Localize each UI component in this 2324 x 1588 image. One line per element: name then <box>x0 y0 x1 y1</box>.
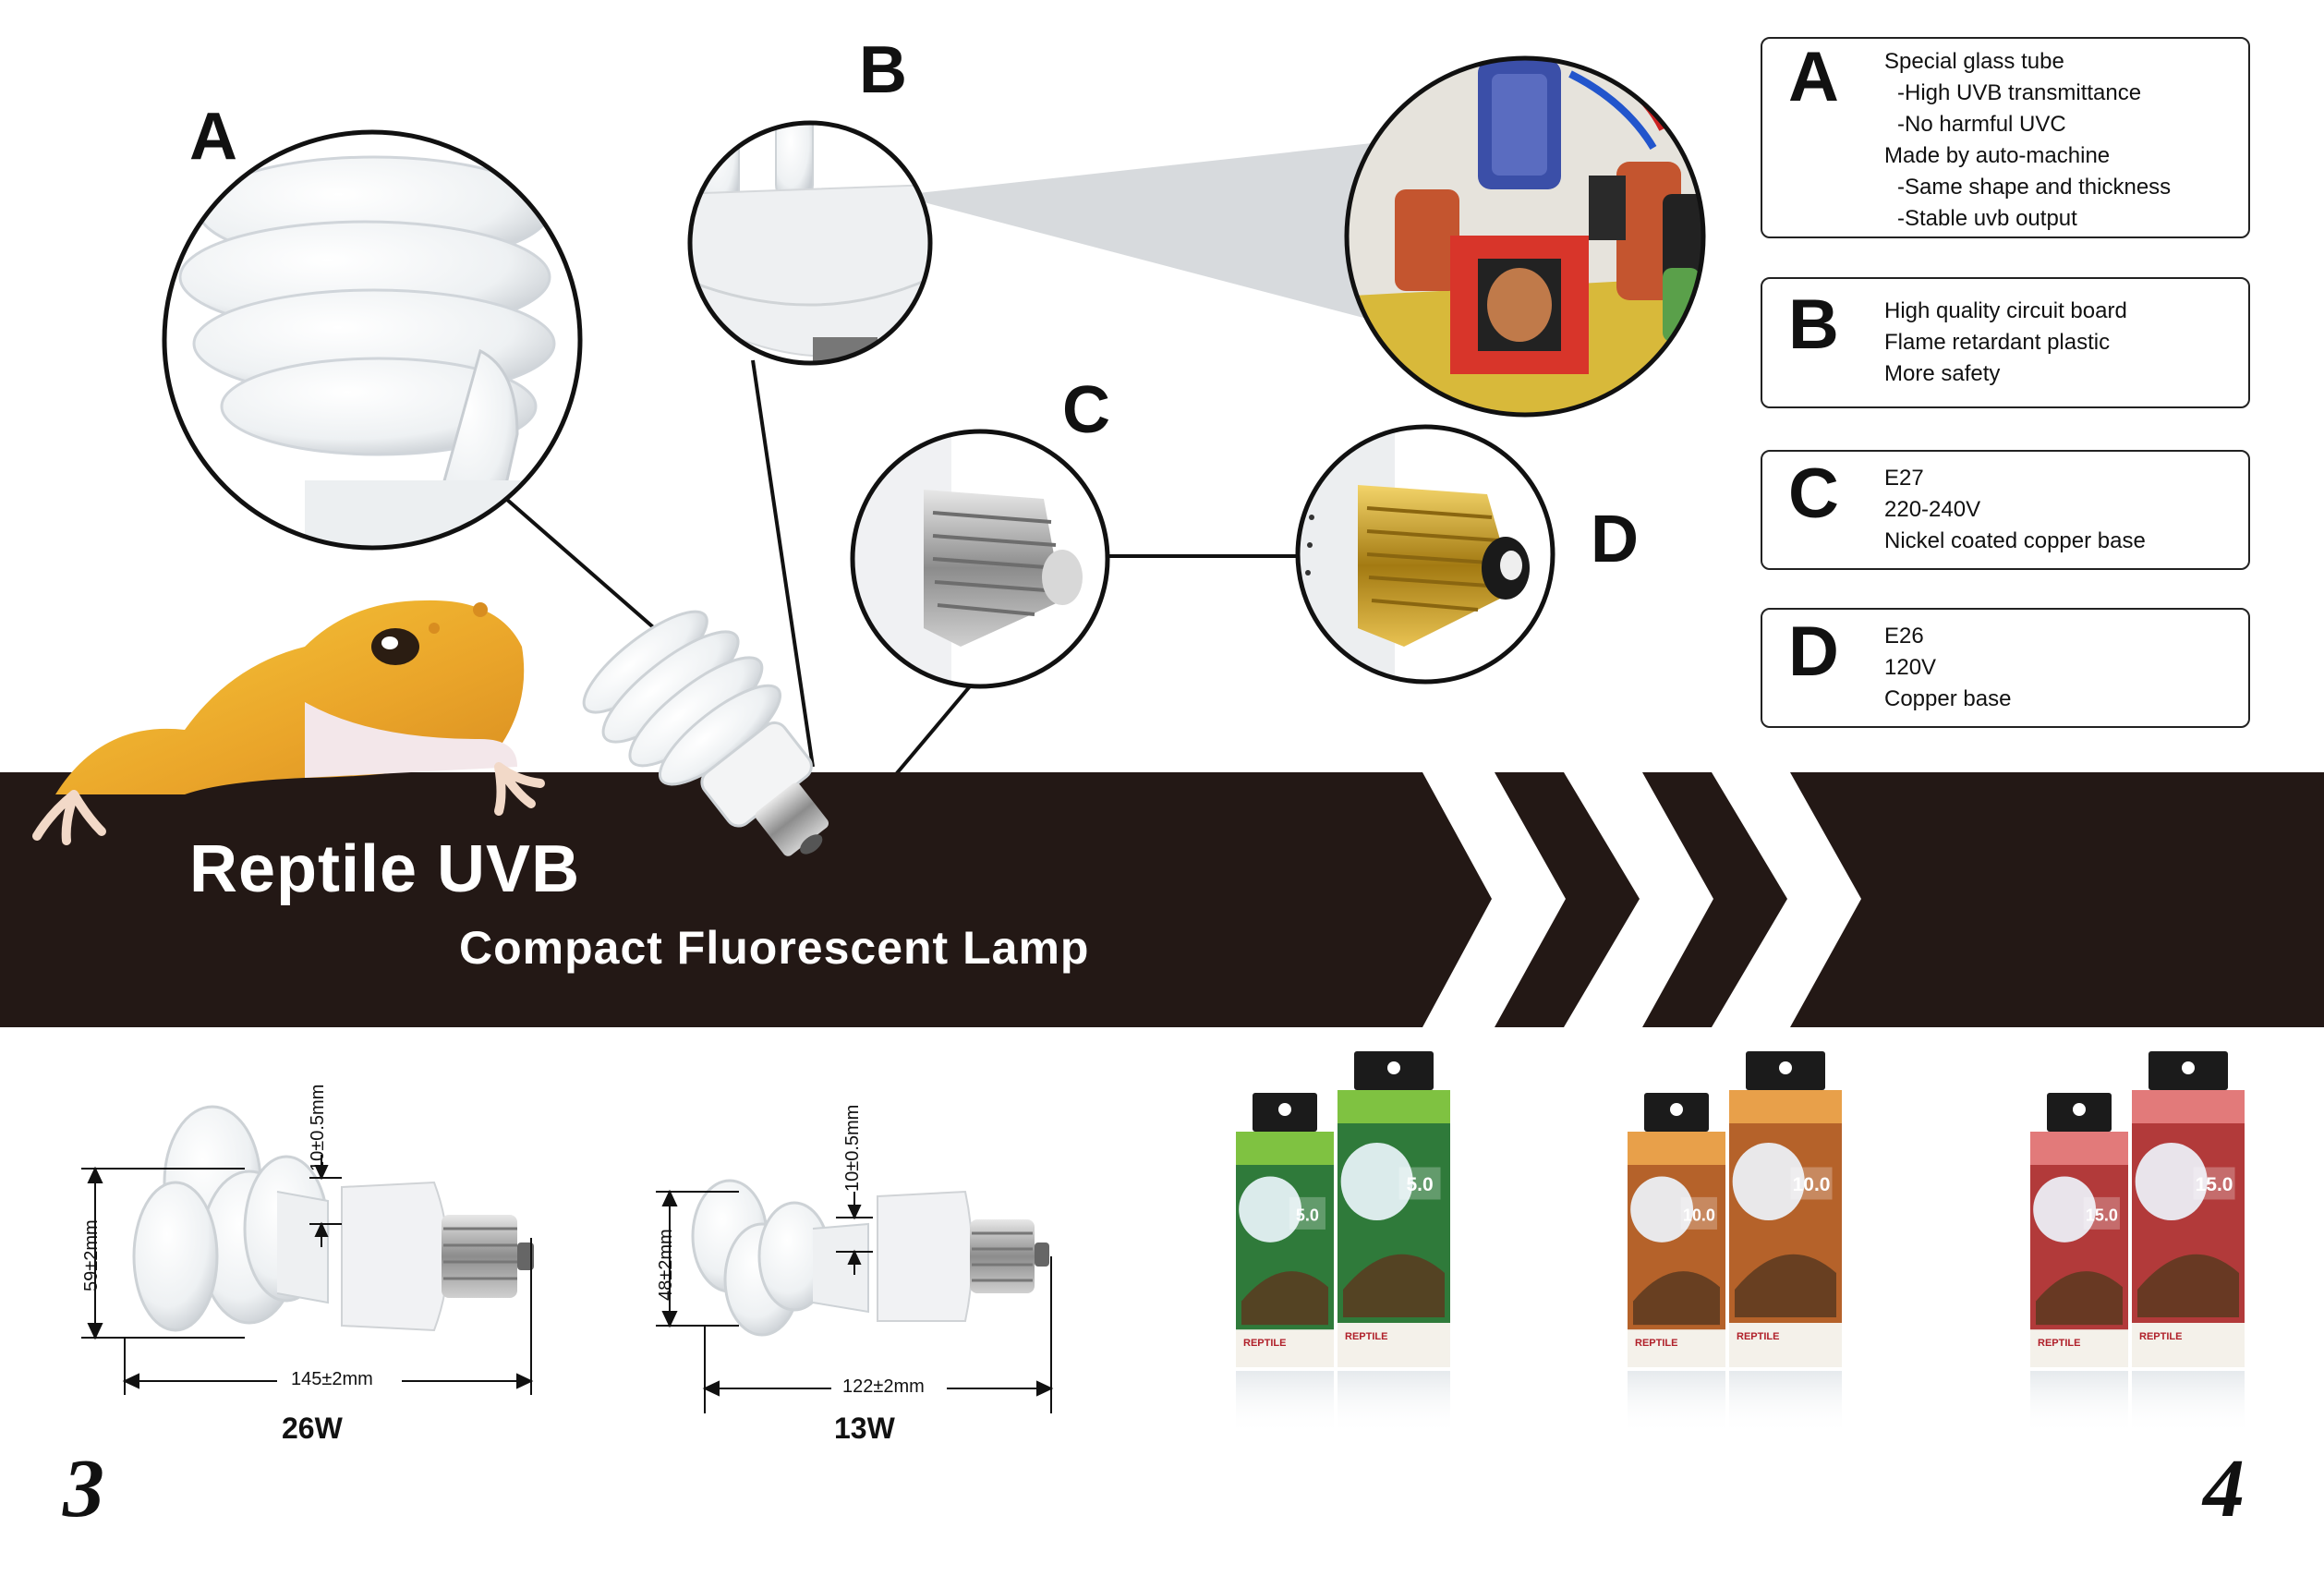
feature-line: E27 <box>1884 466 1924 491</box>
feature-box-letter: C <box>1788 455 1839 533</box>
uvb-value-label: 5.0 <box>1406 1174 1433 1195</box>
product-label: REPTILE <box>1345 1331 1387 1342</box>
uvb-value-label: 15.0 <box>2196 1174 2233 1195</box>
lamp-26w-height-label: 59±2mm <box>81 1219 102 1291</box>
product-label: REPTILE <box>2139 1331 2182 1342</box>
main-lamp-illustration <box>582 610 829 856</box>
lamp-26w-drawing <box>132 1105 534 1332</box>
feature-line: 120V <box>1884 655 1937 680</box>
product-packages: 5.0REPTILE5.0REPTILE10.0REPTILE10.0REPTI… <box>1236 1051 2245 1436</box>
feature-box-letter: D <box>1788 612 1839 691</box>
zoom-wedge <box>910 143 1372 319</box>
lamp-13w-gap-label: 10±0.5mm <box>842 1104 863 1192</box>
product-label: REPTILE <box>2038 1338 2080 1349</box>
lamp-13w-drawing <box>691 1179 1049 1337</box>
uvb-value-label: 10.0 <box>1793 1174 1831 1195</box>
callout-letter-c: C <box>1062 373 1110 447</box>
feature-line: Nickel coated copper base <box>1884 528 2146 553</box>
callout-letter-b: B <box>859 33 907 107</box>
page-number-right: 4 <box>2203 1443 2245 1534</box>
feature-line: 220-240V <box>1884 497 1981 522</box>
lamp-13w-dimension-lines <box>656 1189 1054 1413</box>
banner-subtitle: Compact Fluorescent Lamp <box>459 922 1090 974</box>
gecko-illustration <box>32 600 545 845</box>
uvb-value-label: 5.0 <box>1296 1206 1319 1224</box>
zoom-circle-a <box>162 129 583 551</box>
banner-title: Reptile UVB <box>189 832 581 906</box>
lamp-26w-wattage: 26W <box>282 1412 343 1445</box>
lamp-26w-length-label: 145±2mm <box>291 1369 373 1389</box>
feature-box-c: C E27 220-240V Nickel coated copper base <box>1761 450 2250 570</box>
product-label: REPTILE <box>1737 1331 1779 1342</box>
product-label: REPTILE <box>1243 1338 1286 1349</box>
lamp-26w-gap-label: 10±0.5mm <box>308 1084 328 1171</box>
lamp-13w-height-label: 48±2mm <box>656 1229 676 1301</box>
feature-line: E26 <box>1884 624 1924 649</box>
callout-letter-d: D <box>1591 503 1639 576</box>
feature-line: Made by auto-machine <box>1884 143 2111 168</box>
feature-box-b: B High quality circuit board Flame retar… <box>1761 277 2250 408</box>
uvb-value-label: 10.0 <box>1683 1206 1715 1224</box>
feature-line: Flame retardant plastic <box>1884 330 2111 355</box>
callout-letter-a: A <box>189 100 237 174</box>
feature-box-a: A Special glass tube -High UVB transmitt… <box>1761 37 2250 238</box>
product-label: REPTILE <box>1635 1338 1677 1349</box>
feature-line: -Same shape and thickness <box>1897 175 2172 200</box>
feature-line: More safety <box>1884 361 2001 386</box>
banner-shape <box>0 772 2324 1027</box>
lamp-13w-wattage: 13W <box>834 1412 895 1445</box>
lamp-26w-dimension-lines <box>81 1155 534 1395</box>
feature-line: -High UVB transmittance <box>1897 80 2142 105</box>
lamp-13w-length-label: 122±2mm <box>842 1376 925 1397</box>
zoom-circle-b <box>687 120 933 366</box>
feature-line: Special glass tube <box>1884 49 2064 74</box>
zoom-circle-c <box>850 429 1110 689</box>
zoom-circle-circuit-board <box>1344 55 1706 418</box>
feature-line: High quality circuit board <box>1884 298 2127 323</box>
feature-line: -Stable uvb output <box>1897 206 2077 231</box>
page-number-left: 3 <box>63 1443 104 1534</box>
feature-line: Copper base <box>1884 686 2012 711</box>
feature-box-d: D E26 120V Copper base <box>1761 608 2250 728</box>
feature-box-letter: A <box>1788 38 1839 116</box>
zoom-circle-d <box>1295 424 1555 685</box>
feature-line: -No harmful UVC <box>1897 112 2066 137</box>
feature-box-letter: B <box>1788 285 1839 364</box>
uvb-value-label: 15.0 <box>2086 1206 2118 1224</box>
